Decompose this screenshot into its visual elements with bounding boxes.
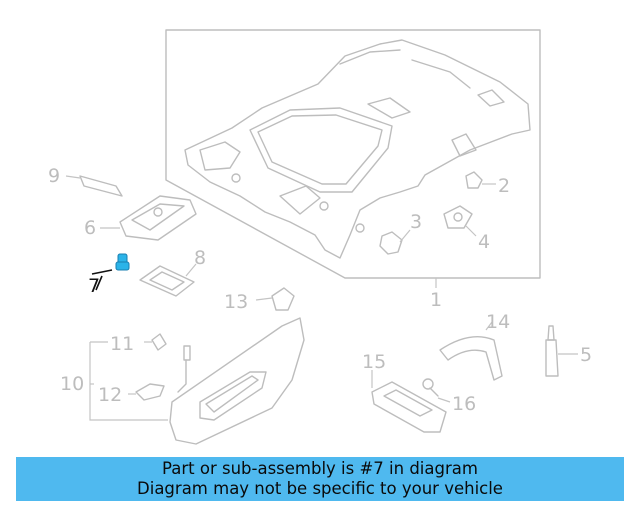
callout-14: 14 [486, 311, 510, 333]
part-5-tube: 5 [545, 325, 592, 377]
part-9-rail: 9 [48, 165, 123, 197]
banner-line-2: Diagram may not be specific to your vehi… [137, 479, 503, 498]
part-12-hook: 12 [98, 383, 165, 406]
part-2-clip: 2 [465, 171, 510, 197]
callout-9: 9 [48, 165, 60, 187]
callout-11: 11 [110, 333, 134, 355]
part-6-lamp: 6 [84, 195, 197, 241]
part-14-grab-handle: 14 [439, 311, 510, 381]
part-13-clip: 13 [224, 287, 295, 313]
part-11-clip: 11 [110, 333, 167, 355]
callout-13: 13 [224, 291, 248, 313]
callout-7: 7 [88, 275, 100, 297]
part-16-screw: 16 [422, 378, 476, 415]
callout-6: 6 [84, 217, 96, 239]
banner-line-1: Part or sub-assembly is #7 in diagram [162, 459, 478, 478]
callout-3: 3 [410, 211, 422, 233]
headliner-assembly: 1 [165, 29, 541, 311]
callout-4: 4 [478, 231, 490, 253]
info-banner: Part or sub-assembly is #7 in diagram Di… [16, 457, 624, 501]
part-10-sun-visor: 10 [60, 317, 305, 445]
callout-10: 10 [60, 373, 84, 395]
part-4-bracket: 4 [443, 205, 490, 253]
callout-5: 5 [580, 344, 592, 366]
callout-2: 2 [498, 175, 510, 197]
callout-16: 16 [452, 393, 476, 415]
part-15-bracket: 15 [362, 351, 447, 433]
callout-15: 15 [362, 351, 386, 373]
part-3-clip: 3 [379, 211, 422, 255]
callout-8: 8 [194, 247, 206, 269]
part-8-panel: 8 [139, 247, 206, 297]
visor-rod [177, 345, 191, 393]
callout-12: 12 [98, 384, 122, 406]
callout-1: 1 [430, 289, 442, 311]
part-7-screw: 7 [88, 253, 130, 297]
